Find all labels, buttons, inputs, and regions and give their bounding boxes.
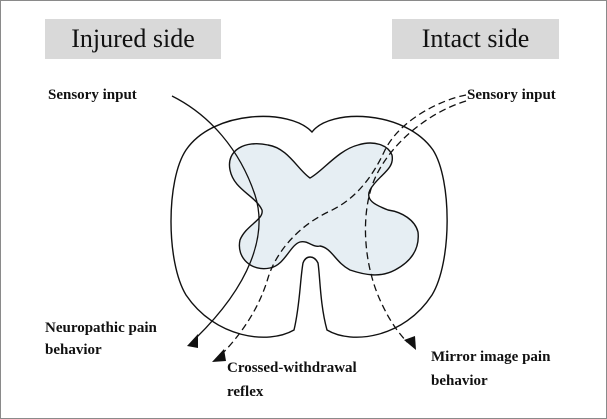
- sensory-input-label-left: Sensory input: [48, 84, 137, 107]
- arrowhead-mirror: [404, 336, 416, 350]
- mirror-image-pain-label: Mirror image pain: [431, 346, 550, 369]
- arrowhead-neuropathic: [187, 334, 198, 348]
- arrowhead-crossed: [212, 349, 226, 362]
- neuropathic-pain-label-line2: behavior: [45, 339, 102, 362]
- neuropathic-pain-label: Neuropathic pain: [45, 317, 157, 340]
- sensory-input-label-right: Sensory input: [467, 84, 556, 107]
- crossed-withdrawal-label: Crossed-withdrawal: [227, 357, 357, 380]
- crossed-withdrawal-label-line2: reflex: [227, 381, 263, 404]
- mirror-image-pain-label-line2: behavior: [431, 370, 488, 393]
